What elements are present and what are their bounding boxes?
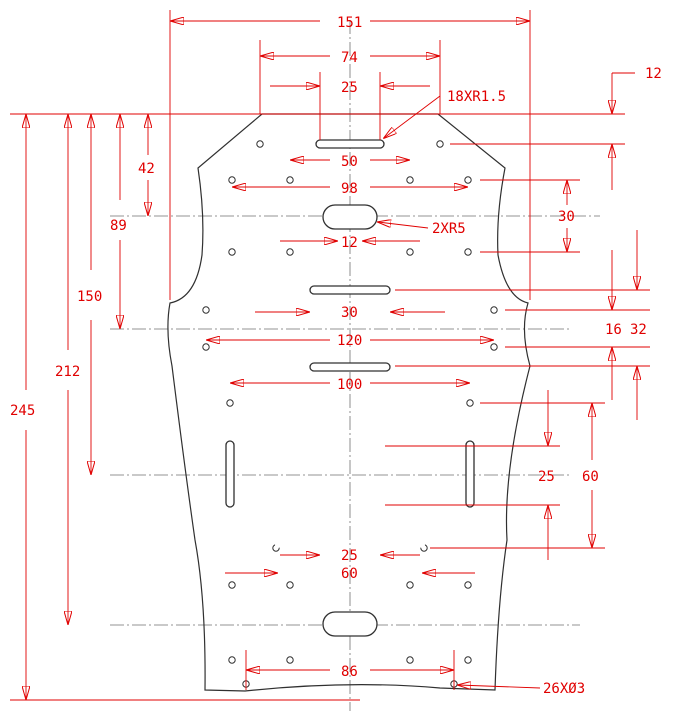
mid-slot-upper (309, 285, 391, 295)
label-42: 42 (138, 161, 155, 177)
hole (464, 656, 472, 664)
dimension-labels: 151 74 25 18XR1.5 12 50 98 42 89 30 2XR5… (10, 15, 662, 697)
label-26xd3: 26XØ3 (543, 681, 585, 697)
label-86: 86 (341, 664, 358, 680)
leader-26xd3 (458, 685, 541, 688)
leader-2xr5 (378, 222, 429, 229)
hole (228, 656, 236, 664)
leader-18xr1.5 (384, 95, 441, 138)
hole (464, 176, 472, 184)
hole (490, 343, 498, 351)
label-60-right: 60 (582, 469, 599, 485)
label-60-lower: 60 (341, 566, 358, 582)
holes (202, 140, 498, 688)
label-30-right: 30 (558, 209, 575, 225)
label-74: 74 (341, 50, 358, 66)
hole (464, 248, 472, 256)
label-25-lower: 25 (341, 548, 358, 564)
slots (225, 139, 475, 637)
hole (202, 343, 210, 351)
hole (286, 656, 294, 664)
label-12-slot: 12 (341, 235, 358, 251)
hole (228, 248, 236, 256)
hole (406, 248, 414, 256)
label-18xr1.5: 18XR1.5 (447, 89, 506, 105)
diag-slot-ll-inner (275, 502, 323, 548)
hole (226, 399, 234, 407)
hole (406, 176, 414, 184)
hole (436, 140, 444, 148)
hole (406, 656, 414, 664)
hole (466, 399, 474, 407)
label-16: 16 (605, 322, 622, 338)
bottom-slot (322, 611, 378, 637)
label-25-right: 25 (538, 469, 555, 485)
center-slot (322, 204, 378, 230)
label-32: 32 (630, 322, 647, 338)
top-slot (315, 139, 385, 149)
label-50: 50 (341, 154, 358, 170)
hole (256, 140, 264, 148)
label-245: 245 (10, 403, 35, 419)
hole (228, 176, 236, 184)
label-120: 120 (337, 333, 362, 349)
label-98: 98 (341, 181, 358, 197)
hole (464, 581, 472, 589)
diag-slot-ur-inner (375, 401, 423, 449)
diag-slot-lr-inner (377, 502, 425, 548)
hole (286, 176, 294, 184)
dimension-lines (26, 21, 637, 699)
label-151: 151 (337, 15, 362, 31)
hole (490, 306, 498, 314)
diag-slot-ul-inner (277, 401, 325, 449)
hole (286, 248, 294, 256)
hole (202, 306, 210, 314)
mid-slot-lower (309, 362, 391, 372)
hole (286, 581, 294, 589)
right-vertical-slot (465, 440, 475, 508)
left-vertical-slot (225, 440, 235, 508)
label-30-mid: 30 (341, 305, 358, 321)
label-12-top: 12 (645, 66, 662, 82)
label-150: 150 (77, 289, 102, 305)
label-2xr5: 2XR5 (432, 221, 466, 237)
label-100: 100 (337, 377, 362, 393)
diagonal-slots (275, 401, 425, 548)
label-25-top: 25 (341, 80, 358, 96)
plate-outline (167, 113, 531, 692)
hole (228, 581, 236, 589)
hole (406, 581, 414, 589)
label-89: 89 (110, 218, 127, 234)
label-212: 212 (55, 364, 80, 380)
